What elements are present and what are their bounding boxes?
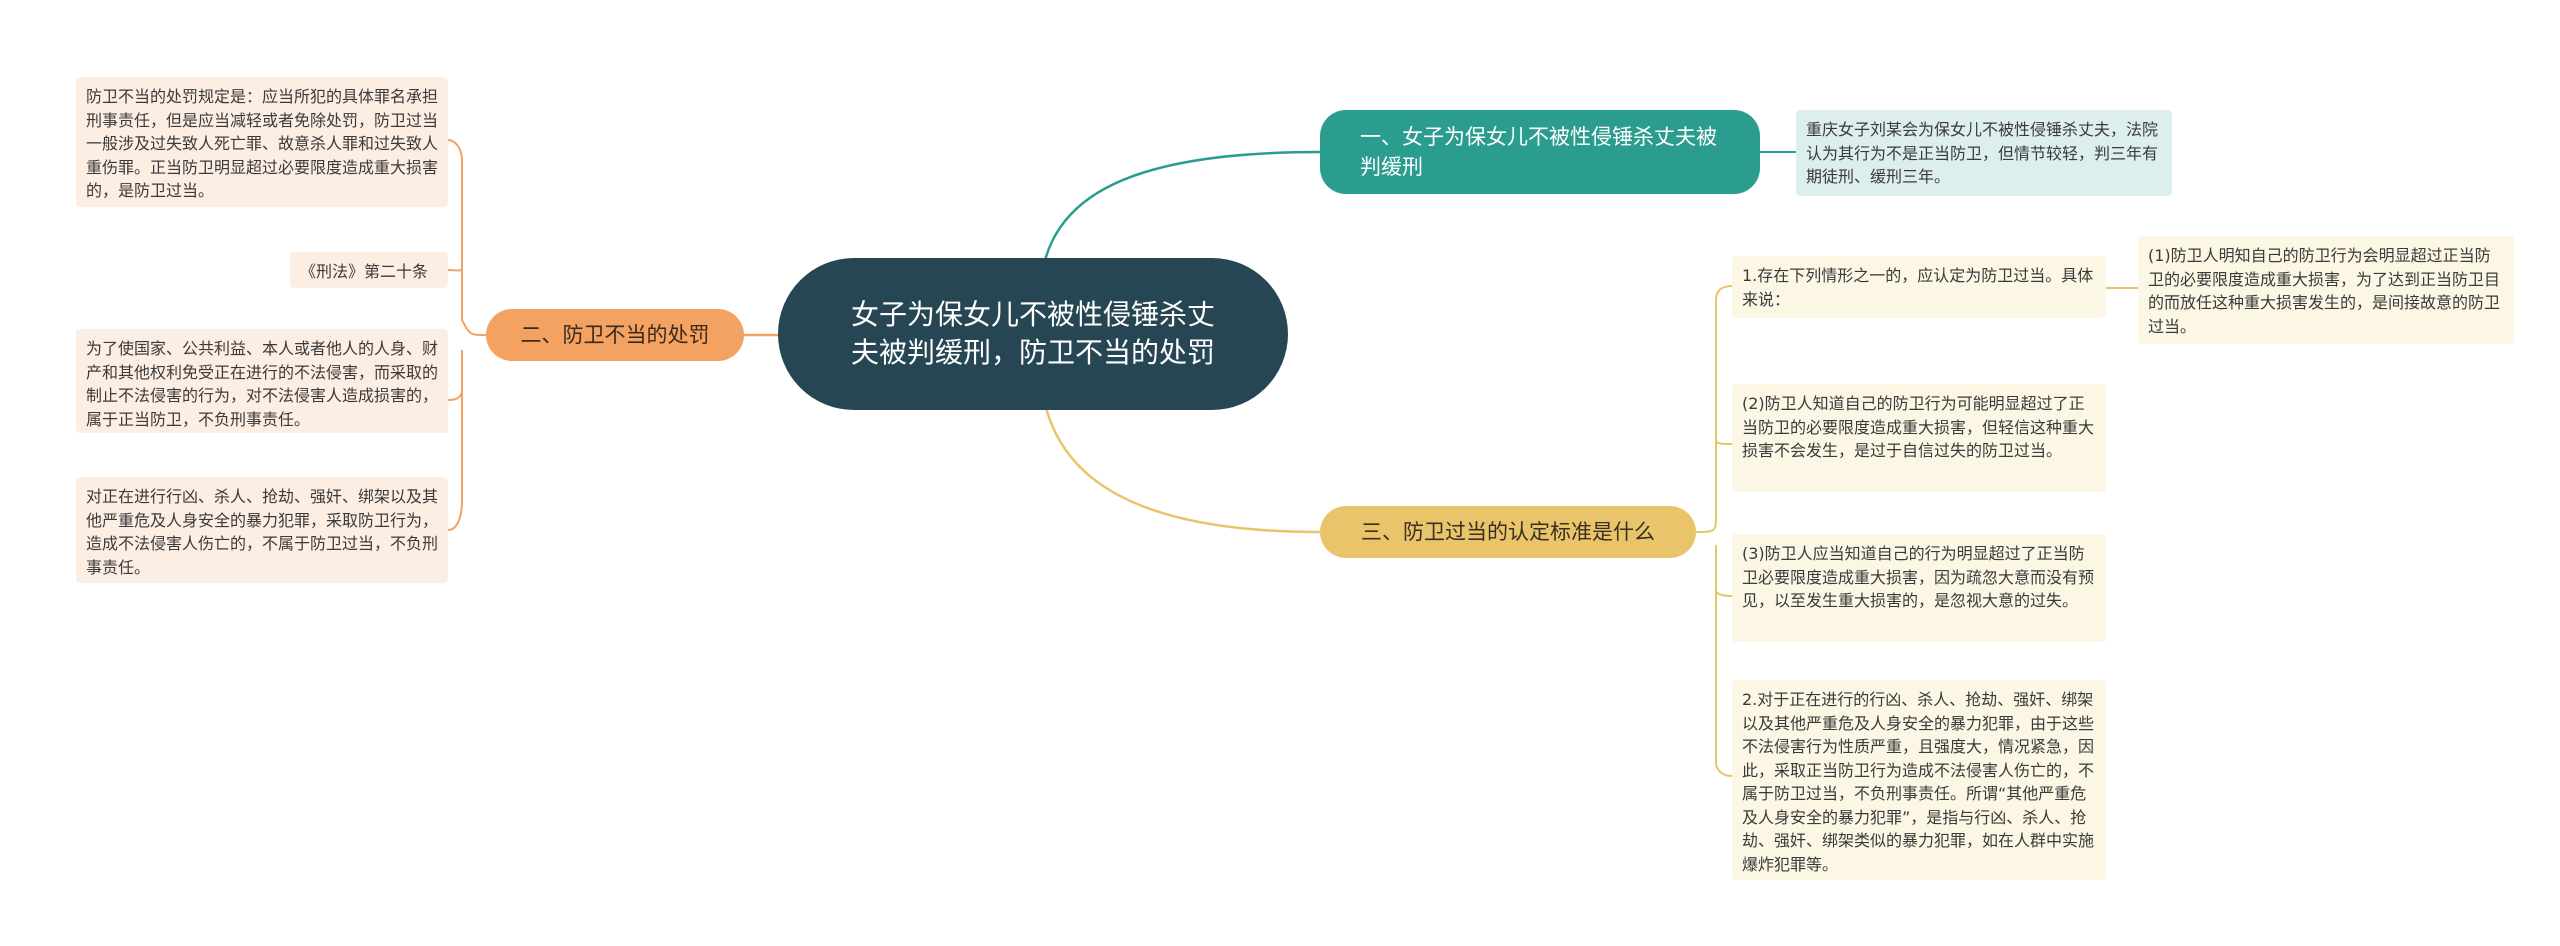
branch-one[interactable]: 一、女子为保女儿不被性侵锤杀丈夫被判缓刑	[1320, 110, 1760, 194]
branch-three-leaf-2-text: (2)防卫人知道自己的防卫行为可能明显超过了正当防卫的必要限度造成重大损害，但轻…	[1742, 394, 2095, 460]
branch-one-leaf-text: 重庆女子刘某会为保女儿不被性侵锤杀丈夫，法院认为其行为不是正当防卫，但情节较轻，…	[1806, 120, 2159, 186]
branch-two-leaf-3[interactable]: 为了使国家、公共利益、本人或者他人的人身、财产和其他权利免受正在进行的不法侵害，…	[76, 329, 448, 433]
branch-two-leaf-2[interactable]: 《刑法》第二十条	[290, 252, 448, 288]
branch-two-label: 二、防卫不当的处罚	[520, 323, 710, 347]
branch-two-leaf-2-text: 《刑法》第二十条	[300, 262, 429, 281]
root-topic[interactable]: 女子为保女儿不被性侵锤杀丈夫被判缓刑，防卫不当的处罚	[778, 258, 1288, 410]
branch-three-label: 三、防卫过当的认定标准是什么	[1361, 520, 1655, 544]
link-branch-three-leaves	[1695, 285, 1733, 777]
branch-one-label: 一、女子为保女儿不被性侵锤杀丈夫被判缓刑	[1360, 125, 1717, 179]
branch-three[interactable]: 三、防卫过当的认定标准是什么	[1320, 506, 1696, 558]
branch-three-leaf-1-text: 1.存在下列情形之一的，应认定为防卫过当。具体来说：	[1742, 266, 2094, 309]
branch-two-leaf-1-text: 防卫不当的处罚规定是：应当所犯的具体罪名承担刑事责任，但是应当减轻或者免除处罚，…	[86, 87, 439, 200]
branch-three-leaf-2[interactable]: (2)防卫人知道自己的防卫行为可能明显超过了正当防卫的必要限度造成重大损害，但轻…	[1732, 384, 2106, 492]
branch-three-leaf-3-text: (3)防卫人应当知道自己的行为明显超过了正当防卫必要限度造成重大损害，因为疏忽大…	[1742, 544, 2095, 610]
branch-one-leaf[interactable]: 重庆女子刘某会为保女儿不被性侵锤杀丈夫，法院认为其行为不是正当防卫，但情节较轻，…	[1796, 110, 2172, 196]
branch-three-leaf-4[interactable]: 2.对于正在进行的行凶、杀人、抢劫、强奸、绑架以及其他严重危及人身安全的暴力犯罪…	[1732, 680, 2106, 880]
branch-two-leaf-4-text: 对正在进行行凶、杀人、抢劫、强奸、绑架以及其他严重危及人身安全的暴力犯罪，采取防…	[86, 487, 439, 577]
branch-three-leaf-sub-text: (1)防卫人明知自己的防卫行为会明显超过正当防卫的必要限度造成重大损害，为了达到…	[2148, 246, 2501, 336]
branch-three-leaf-sub[interactable]: (1)防卫人明知自己的防卫行为会明显超过正当防卫的必要限度造成重大损害，为了达到…	[2138, 236, 2514, 344]
link-branch-two-leaves	[447, 139, 487, 531]
root-title: 女子为保女儿不被性侵锤杀丈夫被判缓刑，防卫不当的处罚	[850, 298, 1215, 369]
branch-two-leaf-3-text: 为了使国家、公共利益、本人或者他人的人身、财产和其他权利免受正在进行的不法侵害，…	[86, 339, 439, 429]
branch-two-leaf-1[interactable]: 防卫不当的处罚规定是：应当所犯的具体罪名承担刑事责任，但是应当减轻或者免除处罚，…	[76, 77, 448, 207]
branch-three-leaf-3[interactable]: (3)防卫人应当知道自己的行为明显超过了正当防卫必要限度造成重大损害，因为疏忽大…	[1732, 534, 2106, 642]
branch-two-leaf-4[interactable]: 对正在进行行凶、杀人、抢劫、强奸、绑架以及其他严重危及人身安全的暴力犯罪，采取防…	[76, 477, 448, 583]
branch-three-leaf-1[interactable]: 1.存在下列情形之一的，应认定为防卫过当。具体来说：	[1732, 256, 2106, 318]
branch-two[interactable]: 二、防卫不当的处罚	[486, 309, 744, 361]
branch-three-leaf-4-text: 2.对于正在进行的行凶、杀人、抢劫、强奸、绑架以及其他严重危及人身安全的暴力犯罪…	[1742, 690, 2095, 874]
